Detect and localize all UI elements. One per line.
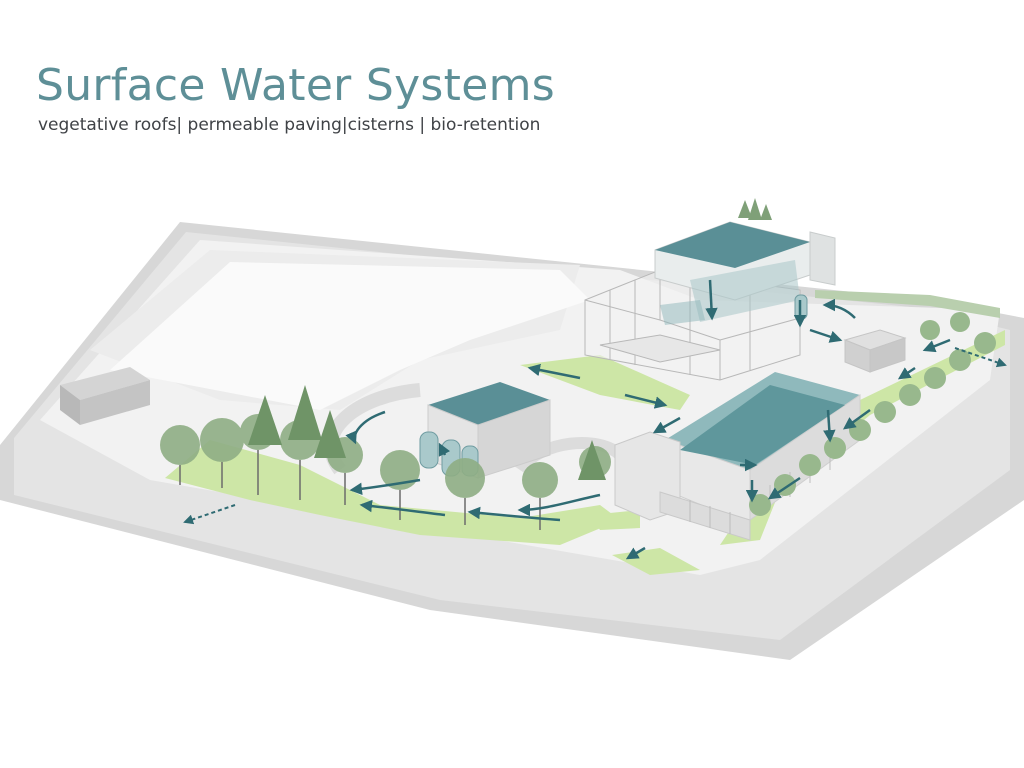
outflow-arrow	[954, 347, 1007, 368]
flow-arrow	[809, 328, 843, 343]
flow-arrow	[922, 338, 951, 353]
flow-arrow	[823, 409, 836, 443]
tower-building	[654, 221, 836, 325]
flow-arrow	[842, 408, 871, 430]
outflow-arrow	[183, 504, 236, 525]
flow-arrow	[345, 410, 386, 445]
water-flow-arrows	[345, 279, 951, 560]
page-subtitle: vegetative roofs| permeable paving|ciste…	[38, 115, 541, 135]
trees	[160, 312, 996, 530]
flow-arrow	[359, 499, 446, 517]
flow-arrow	[897, 366, 916, 380]
rooftop-trees	[738, 198, 772, 220]
vegetative-roof-tower	[655, 222, 810, 268]
flow-arrow	[527, 363, 581, 380]
entry-building	[614, 431, 751, 541]
vegetative-roof-cistern	[428, 382, 550, 425]
pump-house	[843, 329, 907, 373]
flow-arrow	[652, 416, 681, 434]
utility-shed	[60, 367, 150, 425]
outflow-lines	[183, 347, 1007, 525]
flow-arrow	[349, 478, 421, 496]
vegetative-roof-long	[680, 385, 845, 465]
flow-arrow	[705, 279, 718, 321]
flow-arrow	[517, 493, 601, 517]
flow-arrow	[438, 442, 451, 457]
flow-arrow	[625, 546, 646, 560]
flow-arrow	[467, 506, 561, 522]
flow-arrow	[624, 393, 668, 409]
hedge	[815, 290, 1000, 318]
flow-arrow	[822, 298, 856, 319]
page-title: Surface Water Systems	[36, 60, 555, 111]
cistern-tank	[419, 431, 439, 469]
flow-arrow	[767, 476, 801, 500]
